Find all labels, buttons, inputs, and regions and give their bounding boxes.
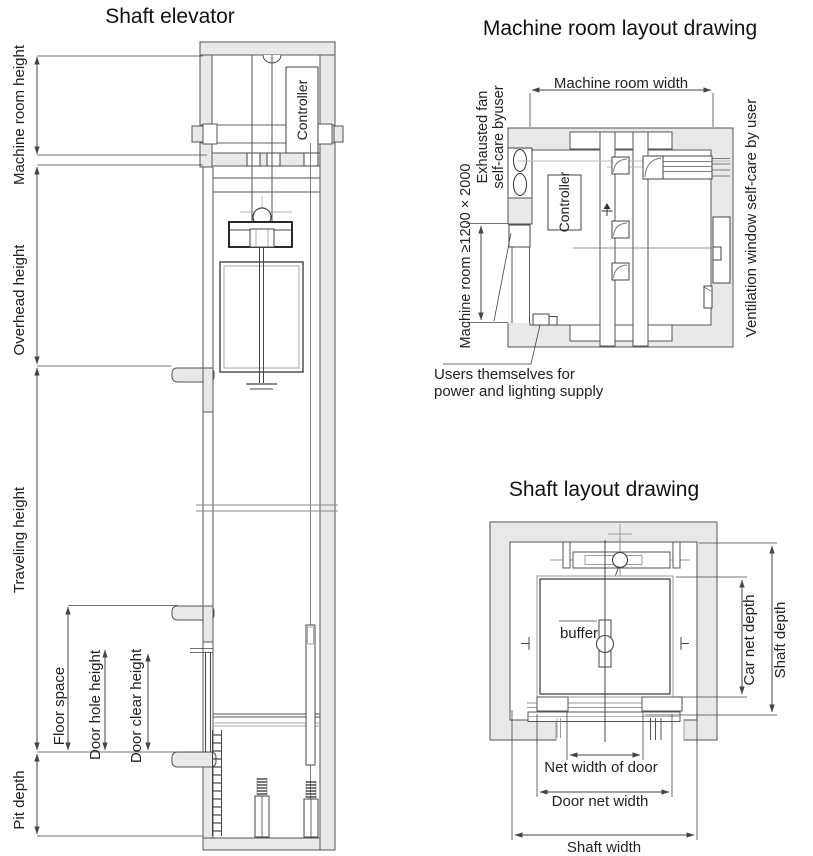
car-section [219, 247, 304, 390]
controller-cabinet-section [285, 66, 319, 154]
shaft-layout-title: Shaft layout drawing [508, 478, 700, 501]
counterweight-buffer [303, 781, 319, 838]
shaft-elevator-title: Shaft elevator [105, 5, 235, 28]
exhaust-fan [507, 147, 533, 225]
overhead-height-label: Overhead height [11, 244, 28, 356]
guide-rail-marks [521, 637, 689, 650]
buffer-label: buffer [559, 625, 599, 642]
shaft-width-label: Shaft width [566, 839, 642, 856]
landing-slabs [171, 367, 217, 768]
door-net-width-label: Door net width [551, 793, 649, 810]
machine-room-width-label: Machine room width [553, 75, 689, 92]
machine-room-title: Machine room layout drawing [482, 17, 758, 40]
users-supply-line2: power and lighting supply [434, 383, 604, 400]
traction-machine [228, 196, 293, 248]
controller-section-label: Controller [294, 79, 310, 141]
door-clear-height-label: Door clear height [128, 648, 145, 764]
shaft-layout-drawing [489, 521, 777, 840]
users-supply-line1: Users themselves for [434, 366, 575, 383]
exhausted-fan-label: Exhausted fan self-care byuser [475, 85, 507, 188]
shaft-divider-lines [196, 177, 338, 727]
exhausted-fan-line2: self-care byuser [491, 85, 507, 189]
landing-door-section [190, 648, 213, 752]
pit-ladder [212, 730, 222, 836]
machine-room-dimensions [462, 87, 714, 323]
ventilation-window [703, 216, 731, 309]
controller-plan-label: Controller [556, 171, 572, 233]
shaft-door-opening [556, 718, 684, 742]
pit-depth-label: Pit depth [11, 770, 28, 830]
hoist-ropes [251, 55, 311, 837]
car-net-depth-label: Car net depth [741, 594, 758, 686]
power-supply-box [443, 313, 558, 365]
door-hole-height-label: Door hole height [87, 649, 104, 761]
machine-beams-plan [517, 131, 730, 347]
controller-cabinet-plan [547, 174, 582, 231]
machine-room-door [493, 224, 533, 323]
rope-center-mark [601, 203, 613, 216]
shaft-elevator-drawing [34, 41, 344, 851]
counterweight-section [305, 624, 316, 766]
machine-room-height-label: Machine room height [11, 44, 28, 186]
machine-beam [191, 123, 344, 145]
ventilation-window-label: Ventilation window self-care by user [743, 98, 760, 338]
traveling-height-label: Traveling height [11, 486, 28, 594]
floor-space-label: Floor space [51, 666, 68, 746]
hoist-machine-plan [573, 155, 730, 249]
section-dimension-lines [34, 55, 213, 837]
users-supply-label: Users themselves for power and lighting … [434, 366, 603, 400]
net-width-of-door-label: Net width of door [544, 759, 658, 776]
shaft-walls [199, 41, 336, 851]
shaft-plan-dimensions [511, 542, 777, 840]
exhausted-fan-line1: Exhausted fan [475, 90, 491, 184]
machine-room-drawing [443, 87, 734, 365]
machine-room-slab [211, 152, 321, 167]
car-buffer [254, 778, 270, 838]
machine-room-min-size-label: Machine room ≥1200 × 2000 [458, 163, 474, 349]
shaft-depth-label: Shaft depth [772, 601, 789, 679]
